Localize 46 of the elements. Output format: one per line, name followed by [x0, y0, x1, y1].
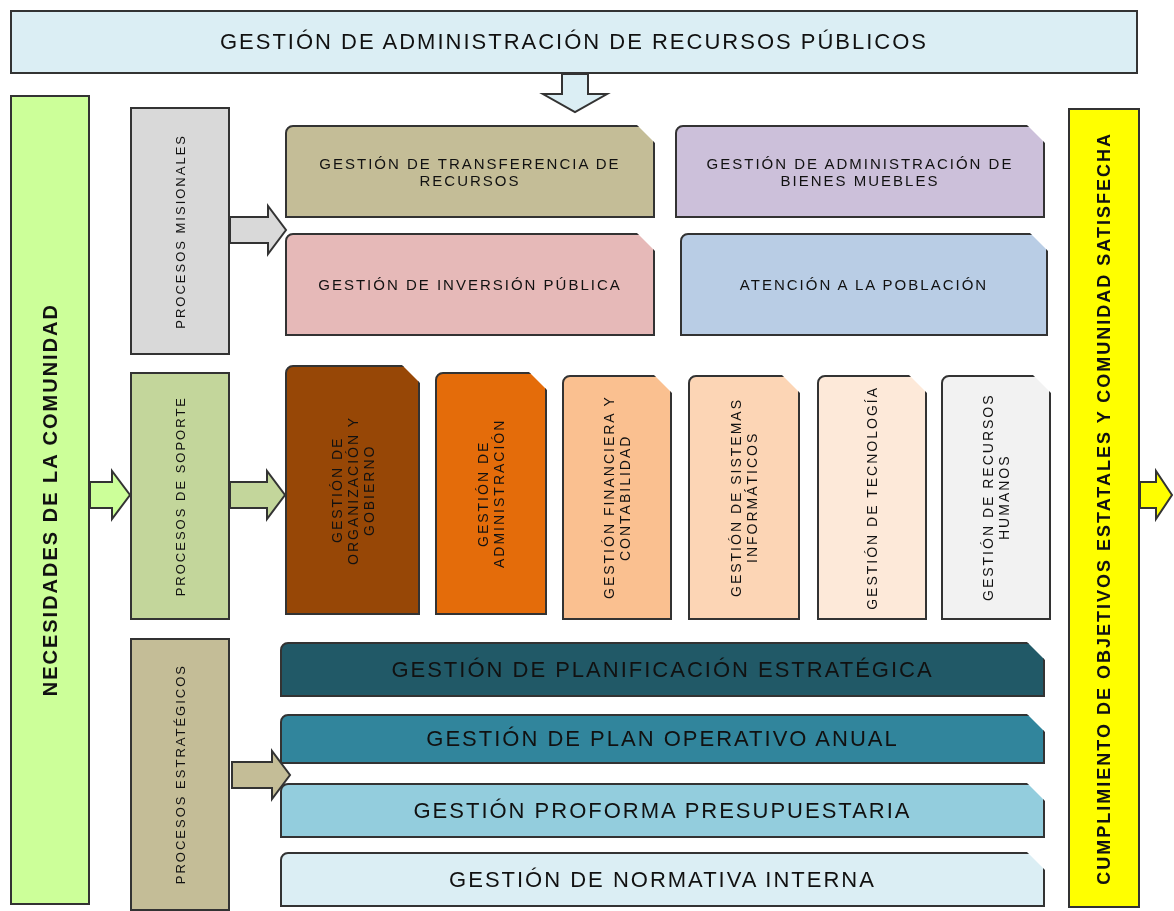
- process-box: [280, 783, 1045, 838]
- box-label: GESTIÓN DE TRANSFERENCIA DE RECURSOS: [318, 153, 622, 191]
- process-box: [10, 10, 1138, 74]
- box-label: GESTIÓN DE PLANIFICACIÓN ESTRATÉGICA: [390, 655, 935, 684]
- box-label: GESTIÓN DE SISTEMAS INFORMÁTICOS: [727, 397, 761, 599]
- vertical-process-box: [130, 638, 230, 911]
- box-label: GESTIÓN DE RECURSOS HUMANOS: [979, 392, 1013, 604]
- vertical-process-box: [10, 95, 90, 905]
- block-arrow: [89, 468, 132, 522]
- block-arrow: [1139, 467, 1174, 523]
- box-label: GESTIÓN DE ADMINISTRACIÓN DE RECURSOS PÚBLICOS: [218, 28, 930, 56]
- box-label: ATENCIÓN A LA POBLACIÓN: [738, 275, 990, 295]
- box-label: GESTIÓN DE ADMINISTRACIÓN: [474, 417, 508, 571]
- box-label: GESTIÓN DE PLAN OPERATIVO ANUAL: [425, 725, 900, 753]
- vertical-process-box: [688, 375, 800, 620]
- process-box: [280, 642, 1045, 697]
- block-arrow: [229, 203, 288, 257]
- vertical-process-box: [130, 107, 230, 355]
- vertical-process-box: [285, 365, 420, 615]
- process-box: [280, 714, 1045, 764]
- box-label: GESTIÓN PROFORMA PRESUPUESTARIA: [412, 796, 913, 825]
- box-label: GESTIÓN DE NORMATIVA INTERNA: [448, 865, 877, 894]
- box-label: GESTIÓN DE TECNOLOGÍA: [863, 384, 881, 612]
- process-box: [285, 125, 655, 218]
- vertical-process-box: [1068, 108, 1140, 908]
- vertical-process-box: [130, 372, 230, 620]
- box-label: PROCESOS ESTRATÉGICOS: [171, 663, 189, 887]
- box-label: GESTIÓN DE ORGANIZACIÓN Y GOBIERNO: [327, 414, 378, 567]
- box-label: PROCESOS DE SOPORTE: [171, 394, 189, 599]
- process-box: [285, 233, 655, 336]
- box-label: CUMPLIMIENTO DE OBJETIVOS ESTATALES Y COMUNIDAD SATISFECHA: [1092, 130, 1115, 887]
- box-label: PROCESOS MISIONALES: [171, 132, 189, 331]
- block-arrow: [229, 468, 287, 522]
- box-label: NECESIDADES DE LA COMUNIDAD: [37, 302, 62, 699]
- block-arrow: [231, 748, 292, 802]
- block-arrow: [539, 73, 611, 114]
- process-box: [280, 852, 1045, 907]
- box-label: GESTIÓN DE INVERSIÓN PÚBLICA: [317, 275, 623, 295]
- vertical-process-box: [817, 375, 927, 620]
- vertical-process-box: [941, 375, 1051, 620]
- vertical-process-box: [562, 375, 672, 620]
- vertical-process-box: [435, 372, 547, 615]
- box-label: GESTIÓN DE ADMINISTRACIÓN DE BIENES MUEBLES: [705, 153, 1015, 191]
- process-box: [680, 233, 1048, 336]
- box-label: GESTIÓN FINANCIERA Y CONTABILIDAD: [600, 394, 634, 602]
- process-box: [675, 125, 1045, 218]
